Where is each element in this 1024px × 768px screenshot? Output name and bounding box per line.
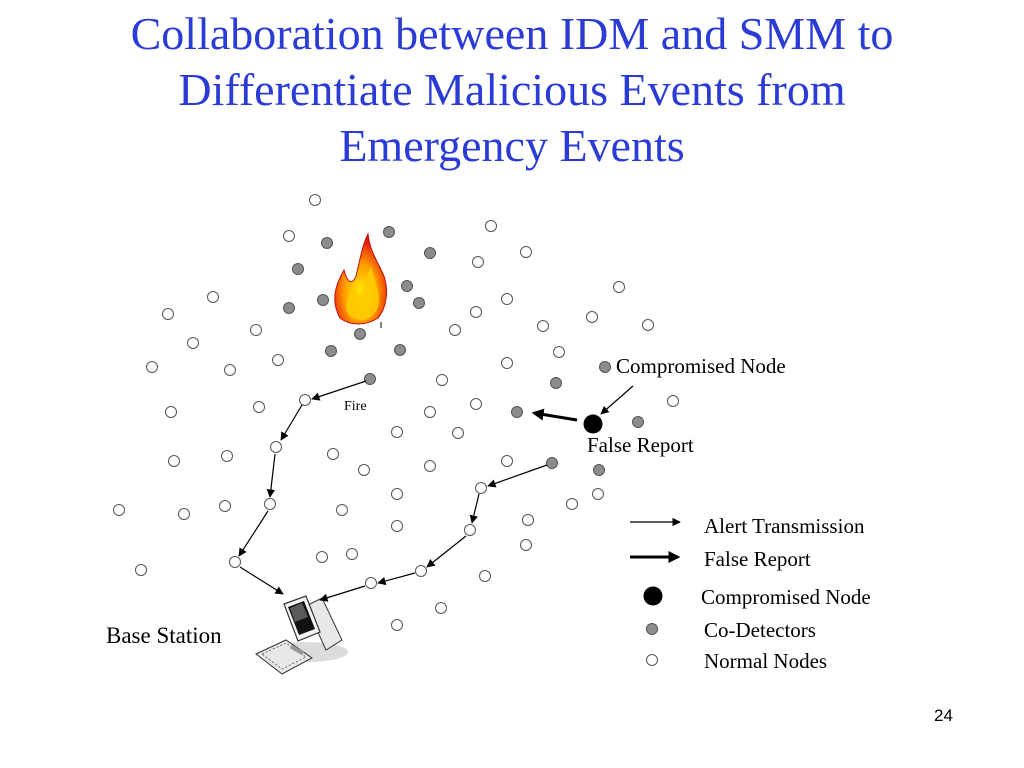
legend-compromised-node-label: Compromised Node — [701, 585, 871, 609]
legend-co-detectors-symbol — [646, 623, 658, 635]
legend-alert-transmission-label: Alert Transmission — [704, 514, 865, 538]
false-report-arrow — [531, 408, 578, 422]
normal-nodes — [113, 194, 679, 631]
compromised-node-label: Compromised Node — [616, 354, 786, 378]
legend-compromised-node-symbol — [643, 586, 663, 606]
compromised-node — [583, 414, 603, 434]
false-report-label: False Report — [587, 433, 694, 457]
fire-icon — [334, 232, 387, 328]
fire-label: Fire — [344, 399, 367, 414]
alert-transmission-arrows — [238, 380, 634, 602]
base-station-label: Base Station — [106, 623, 222, 648]
legend-normal-nodes-symbol — [646, 654, 658, 666]
title-line-1: Collaboration between IDM and SMM to — [130, 8, 894, 59]
legend-false-report-label: False Report — [704, 547, 811, 571]
legend: Alert Transmission False Report Compromi… — [630, 514, 871, 673]
page-number: 24 — [934, 706, 953, 725]
slide-title: Collaboration between IDM and SMM to Dif… — [0, 6, 1024, 174]
computer-icon — [255, 595, 348, 675]
co-detector-nodes — [283, 226, 644, 476]
legend-normal-nodes-label: Normal Nodes — [704, 649, 827, 673]
title-line-2: Differentiate Malicious Events from — [178, 64, 846, 116]
title-line-3: Emergency Events — [339, 120, 685, 172]
legend-co-detectors-label: Co-Detectors — [704, 618, 816, 642]
